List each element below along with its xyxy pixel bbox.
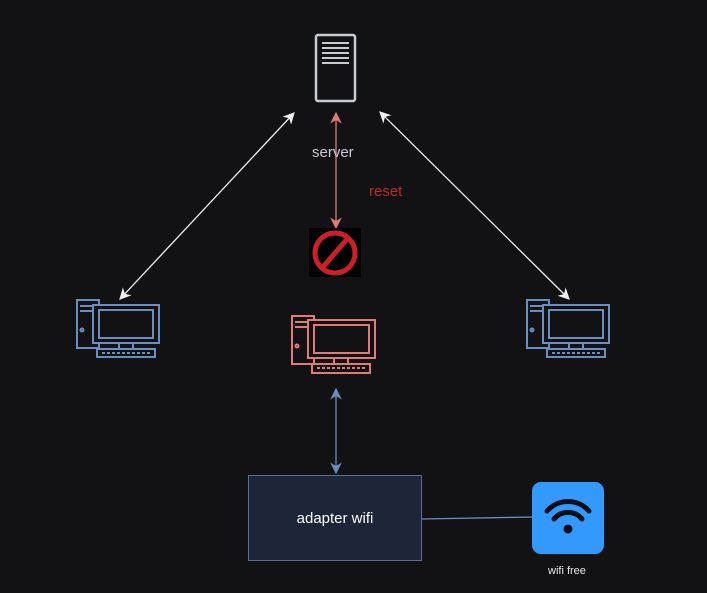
server-label: server [312,144,354,161]
reset-label: reset [369,183,403,200]
no-entry-icon [309,228,361,277]
adapter-wifi-box[interactable]: adapter wifi [248,475,422,561]
link-adapter-wifi [421,516,533,520]
adapter-wifi-label: adapter wifi [296,509,374,527]
server-tower-icon [314,33,357,103]
desktop-computer-icon [526,299,610,358]
link-server-left-computer [119,112,295,300]
wifi-free-label: wifi free [548,565,586,577]
desktop-computer-icon [76,299,160,358]
link-server-right-computer [379,111,570,300]
desktop-computer-icon [291,315,376,374]
wifi-icon [532,482,604,554]
